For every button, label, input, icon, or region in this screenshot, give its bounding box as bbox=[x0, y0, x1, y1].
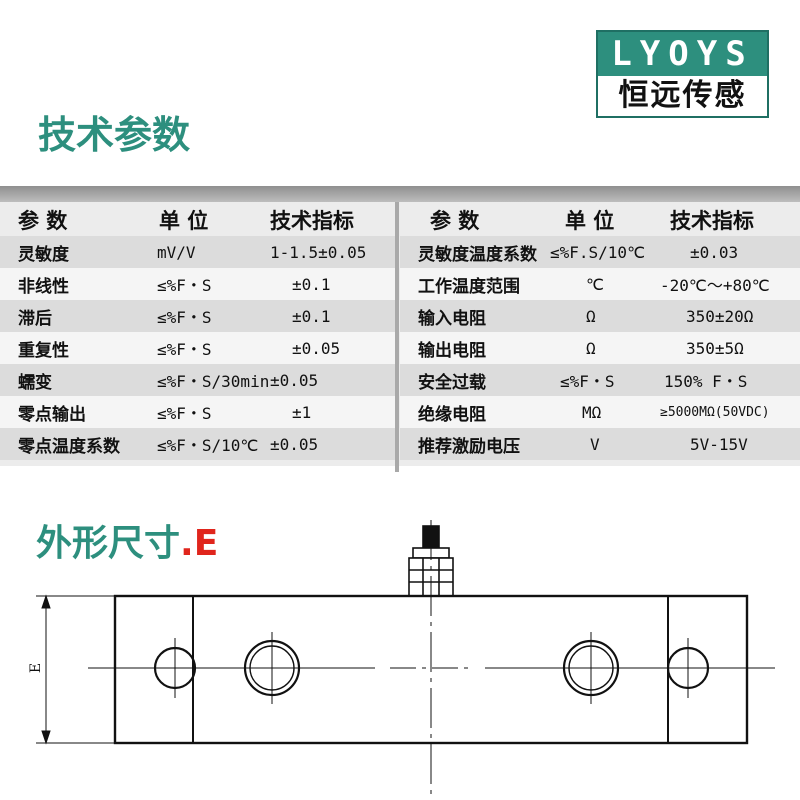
param-value: -20℃～+80℃ bbox=[660, 268, 800, 300]
dims-title-text: 外形尺寸 bbox=[36, 523, 181, 564]
table-header-row: 参 数 单 位 技术指标 bbox=[400, 204, 800, 236]
param-value: ±0.1 bbox=[270, 300, 395, 332]
table-top-bar bbox=[0, 186, 800, 202]
param-unit: ≤%F・S/30min bbox=[145, 364, 270, 396]
param-value: 1-1.5±0.05 bbox=[270, 236, 395, 268]
param-name: 非线性 bbox=[0, 268, 145, 300]
param-name: 灵敏度 bbox=[0, 236, 145, 268]
param-name: 零点温度系数 bbox=[0, 428, 145, 460]
table-row: 非线性 ≤%F・S ±0.1 bbox=[0, 268, 395, 300]
dimension-label-e: E bbox=[28, 663, 44, 673]
param-value: 150% F・S bbox=[660, 364, 800, 396]
param-name: 输入电阻 bbox=[400, 300, 550, 332]
param-value: ±0.05 bbox=[270, 332, 395, 364]
table-row: 输入电阻 Ω 350±20Ω bbox=[400, 300, 800, 332]
param-name: 工作温度范围 bbox=[400, 268, 550, 300]
table-row: 滞后 ≤%F・S ±0.1 bbox=[0, 300, 395, 332]
table-header-row: 参 数 单 位 技术指标 bbox=[0, 204, 395, 236]
param-unit: ≤%F・S bbox=[145, 396, 270, 428]
param-name: 灵敏度温度系数 bbox=[400, 236, 550, 268]
param-name: 安全过载 bbox=[400, 364, 550, 396]
param-unit: Ω bbox=[550, 332, 660, 364]
param-value: 5V-15V bbox=[660, 428, 800, 460]
spec-table-container: 参 数 单 位 技术指标 灵敏度 mV/V 1-1.5±0.05 非线性 ≤%F… bbox=[0, 186, 800, 472]
technical-parameters-title: 技术参数 bbox=[38, 113, 191, 157]
table-row: 蠕变 ≤%F・S/30min ±0.05 bbox=[0, 364, 395, 396]
logo-brand-text: LYOYS bbox=[598, 32, 767, 76]
param-name: 滞后 bbox=[0, 300, 145, 332]
logo-chinese-text: 恒远传感 bbox=[618, 78, 747, 113]
header-param: 参 数 bbox=[430, 209, 480, 233]
param-unit: V bbox=[550, 428, 660, 460]
table-row: 绝缘电阻 MΩ ≥5000MΩ(50VDC) bbox=[400, 396, 800, 428]
param-value: 350±5Ω bbox=[660, 332, 800, 364]
param-name: 推荐激励电压 bbox=[400, 428, 550, 460]
param-value: ≥5000MΩ(50VDC) bbox=[660, 396, 800, 428]
brand-logo: LYOYS 恒远传感 bbox=[596, 30, 769, 118]
dimension-e bbox=[36, 594, 115, 745]
param-name: 输出电阻 bbox=[400, 332, 550, 364]
param-value: 350±20Ω bbox=[660, 300, 800, 332]
param-unit: Ω bbox=[550, 300, 660, 332]
outline-dimensions-title: 外形尺寸.E bbox=[36, 514, 218, 566]
param-unit: ≤%F・S/10℃ bbox=[145, 428, 270, 460]
param-unit: ≤%F.S/10℃ bbox=[550, 236, 660, 268]
header-param: 参 数 bbox=[18, 209, 68, 233]
param-name: 蠕变 bbox=[0, 364, 145, 396]
outline-drawing: E bbox=[28, 520, 775, 800]
spec-table-left: 参 数 单 位 技术指标 灵敏度 mV/V 1-1.5±0.05 非线性 ≤%F… bbox=[0, 204, 395, 460]
header-spec: 技术指标 bbox=[270, 209, 354, 233]
param-name: 重复性 bbox=[0, 332, 145, 364]
param-unit: ℃ bbox=[550, 268, 660, 300]
table-row: 推荐激励电压 V 5V-15V bbox=[400, 428, 800, 460]
param-name: 零点输出 bbox=[0, 396, 145, 428]
table-row: 灵敏度 mV/V 1-1.5±0.05 bbox=[0, 236, 395, 268]
param-value: ±0.1 bbox=[270, 268, 395, 300]
table-row: 零点输出 ≤%F・S ±1 bbox=[0, 396, 395, 428]
param-unit: MΩ bbox=[550, 396, 660, 428]
table-row: 工作温度范围 ℃ -20℃～+80℃ bbox=[400, 268, 800, 300]
param-name: 绝缘电阻 bbox=[400, 396, 550, 428]
header-unit: 单 位 bbox=[565, 209, 615, 233]
param-unit: mV/V bbox=[145, 236, 270, 268]
table-divider bbox=[395, 202, 399, 472]
table-row: 灵敏度温度系数 ≤%F.S/10℃ ±0.03 bbox=[400, 236, 800, 268]
table-row: 零点温度系数 ≤%F・S/10℃ ±0.05 bbox=[0, 428, 395, 460]
dims-title-suffix: .E bbox=[180, 523, 219, 564]
param-value: ±0.03 bbox=[660, 236, 800, 268]
spec-table-right: 参 数 单 位 技术指标 灵敏度温度系数 ≤%F.S/10℃ ±0.03 工作温… bbox=[400, 204, 800, 460]
header-spec: 技术指标 bbox=[670, 209, 754, 233]
header-unit: 单 位 bbox=[159, 209, 209, 233]
param-value: ±0.05 bbox=[270, 428, 395, 460]
table-row: 重复性 ≤%F・S ±0.05 bbox=[0, 332, 395, 364]
param-value: ±1 bbox=[270, 396, 395, 428]
table-row: 安全过载 ≤%F・S 150% F・S bbox=[400, 364, 800, 396]
param-unit: ≤%F・S bbox=[145, 268, 270, 300]
param-unit: ≤%F・S bbox=[145, 332, 270, 364]
table-row: 输出电阻 Ω 350±5Ω bbox=[400, 332, 800, 364]
param-value: ±0.05 bbox=[270, 364, 395, 396]
param-unit: ≤%F・S bbox=[550, 364, 660, 396]
param-unit: ≤%F・S bbox=[145, 300, 270, 332]
